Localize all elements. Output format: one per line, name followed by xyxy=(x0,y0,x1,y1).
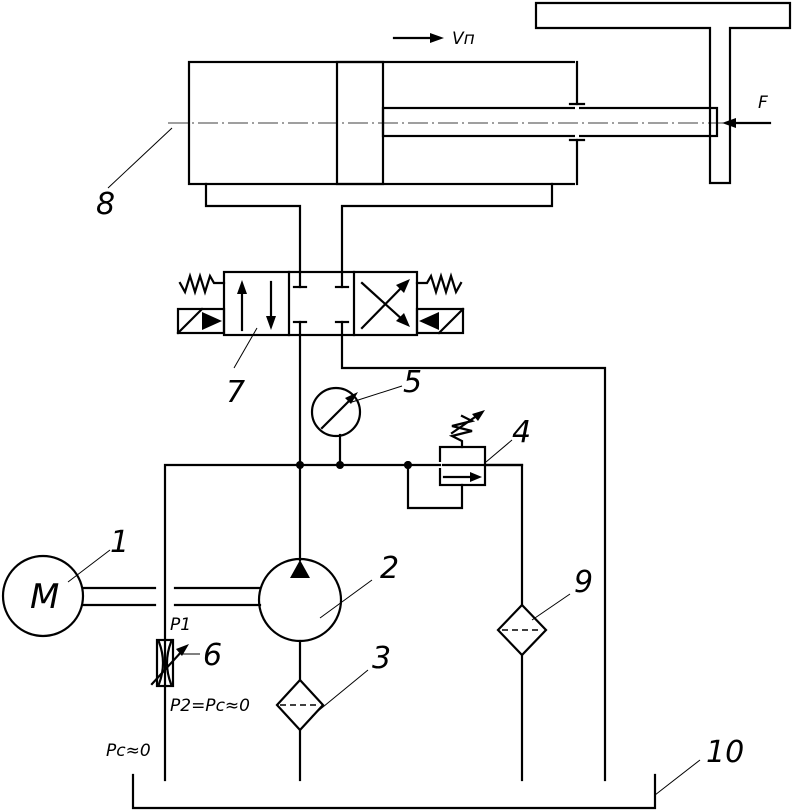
label-return-filter: 9 xyxy=(574,565,593,600)
return-filter xyxy=(496,603,548,782)
pressure-line xyxy=(163,333,607,782)
label-valve: 7 xyxy=(226,375,245,410)
pressure-gauge xyxy=(310,386,362,467)
hydraulic-pump xyxy=(257,557,343,643)
throttle-valve xyxy=(150,638,189,688)
relief-valve xyxy=(406,410,524,510)
motor-symbol: M xyxy=(30,577,59,617)
force-arrow xyxy=(722,118,772,128)
label-throttle: 6 xyxy=(203,638,222,673)
load-frame xyxy=(534,1,792,185)
label-p1: P1 xyxy=(170,615,191,635)
label-cylinder: 8 xyxy=(96,187,115,222)
suction-filter xyxy=(275,639,325,782)
leader-lines xyxy=(67,127,701,796)
cylinder-rod xyxy=(381,106,719,138)
velocity-arrow xyxy=(392,33,444,43)
tank xyxy=(131,773,657,810)
label-tank: 10 xyxy=(706,735,744,770)
directional-valve xyxy=(176,270,465,337)
label-gauge: 5 xyxy=(403,365,422,400)
label-pc: Pc≈0 xyxy=(106,741,151,761)
electric-motor xyxy=(1,554,262,638)
force-label: F xyxy=(758,93,768,113)
hydraulic-cylinder xyxy=(168,60,730,272)
label-pump: 2 xyxy=(380,551,399,586)
label-motor: 1 xyxy=(110,525,129,560)
label-relief-valve: 4 xyxy=(512,415,531,450)
velocity-label: Vп xyxy=(452,29,475,49)
label-p2: P2=Pc≈0 xyxy=(170,696,250,716)
label-suction-filter: 3 xyxy=(372,641,391,676)
